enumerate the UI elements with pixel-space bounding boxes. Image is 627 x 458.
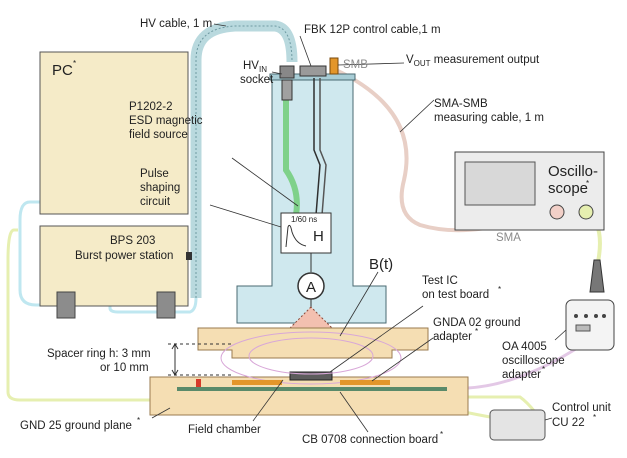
spacer-label-1: Spacer ring h: 3 mm [47,348,151,360]
control-label-1: Control unit [552,402,612,414]
fbk-connector [299,65,327,77]
hv-socket-connector [279,65,295,79]
leader-hv-cable [213,23,227,27]
oa-label-2: oscilloscope [502,355,565,367]
sma-smb-label-2: measuring cable, 1 m [434,112,544,124]
gnd25-label: GND 25 ground plane [20,420,132,432]
sma-smb-label-1: SMA-SMB [434,98,488,110]
pc-label-star: * [73,59,76,68]
gnda-label-2: adapter [433,331,472,343]
pc-label: PC [52,62,73,79]
leader-fbk [299,35,312,67]
oa-socket-2 [584,314,588,318]
pc-box [39,51,189,215]
hv-socket-label-word: socket [240,74,274,86]
leader-gnd25 [151,407,171,419]
ammeter-label: A [306,279,316,296]
oa-star: * [542,365,545,374]
oscilloscope-screen [464,161,536,206]
cb0708-label: CB 0708 connection board [302,434,438,446]
leader-hv-socket [271,71,283,75]
leader-control [544,417,553,421]
oscilloscope-input-2 [578,204,594,220]
green-conductor [283,96,300,216]
smb-connector [329,57,339,75]
vout-label: VOUT measurement output [406,54,540,68]
bps-foot-right [156,291,176,319]
leader-pulse [209,204,282,228]
field-chamber-label: Field chamber [188,424,261,436]
oa-label-3: adapter [502,369,541,381]
red-led [196,379,201,387]
hv-cable-outline [195,25,293,298]
fbk-cable-label: FBK 12P control cable,1 m [304,24,441,36]
oscilloscope-input-1 [549,204,565,220]
oa-socket-3 [594,314,598,318]
hv-cable-label: HV cable, 1 m [140,18,212,30]
usb-cable [467,343,583,390]
hv-socket-base [281,79,293,101]
pulse-window-label: 1/60 ns [291,215,317,224]
bps-label-1: BPS 203 [110,235,155,247]
spacer-label-2: or 10 mm [100,362,149,374]
test-board [177,387,447,391]
pulse-window [280,212,332,254]
pulse-h-label: H [313,228,324,245]
pulse-label-2: shaping [140,182,180,194]
leader-cb0708 [339,391,369,433]
gnda-star: * [475,327,478,336]
pulse-label-3: circuit [140,196,171,208]
control-star: * [593,413,596,422]
pc-data-cable [18,200,40,307]
fbk-wire-1 [313,78,321,216]
oscilloscope-label-star: * [586,179,589,188]
pulse-label-1: Pulse [140,168,169,180]
gnda-label-1: GNDA 02 ground [433,317,521,329]
pulse-waveform [285,224,307,248]
probe-body [236,75,387,324]
leader-gnda [371,337,434,382]
p1202-label-3: field source [129,129,188,141]
test-ic-label-2: on test board [422,289,489,301]
leader-bt [339,271,379,337]
cb0708-star: * [440,430,443,439]
test-ic-star: * [498,285,501,294]
leader-p1202 [231,157,299,207]
test-ic-label-1: Test IC [422,275,458,287]
pc-ground-cable [6,228,150,402]
oa-socket-4 [602,314,606,318]
bt-label: B(t) [369,256,393,273]
leader-vout [337,62,405,66]
oa-label-1: OA 4005 [502,341,547,353]
sma-label: SMA [496,232,521,244]
control-unit-box [489,409,546,441]
gnda-adapter-right [340,380,390,385]
leader-test-ic [329,305,424,373]
leader-sma-smb [399,99,435,133]
test-ic [289,371,333,381]
fbk-wire-2 [319,78,327,216]
smb-label: SMB [343,59,368,71]
hv-socket-label: HVIN [243,60,267,74]
field-lines-inner [248,337,374,375]
bps-connector [186,252,192,260]
gnda-adapter-left [232,380,282,385]
leader-field-chamber [252,379,284,422]
field-lines-outer [220,331,402,385]
pc-power-cable [108,297,198,314]
oa-socket-1 [574,314,578,318]
p1202-label-2: ESD magnetic [129,115,203,127]
control-label-2: CU 22 [552,417,585,429]
bps-label-2: Burst power station [75,250,173,262]
oa-slot [575,324,591,332]
oa-probe-tip [589,259,605,293]
leader-oa [554,329,567,341]
gnd25-star: * [137,416,140,425]
p1202-label-1: P1202-2 [129,101,172,113]
bps-foot-left [56,291,76,319]
oscilloscope-label-2: scope [548,180,588,197]
oscilloscope-label-1: Oscillo- [548,163,598,180]
